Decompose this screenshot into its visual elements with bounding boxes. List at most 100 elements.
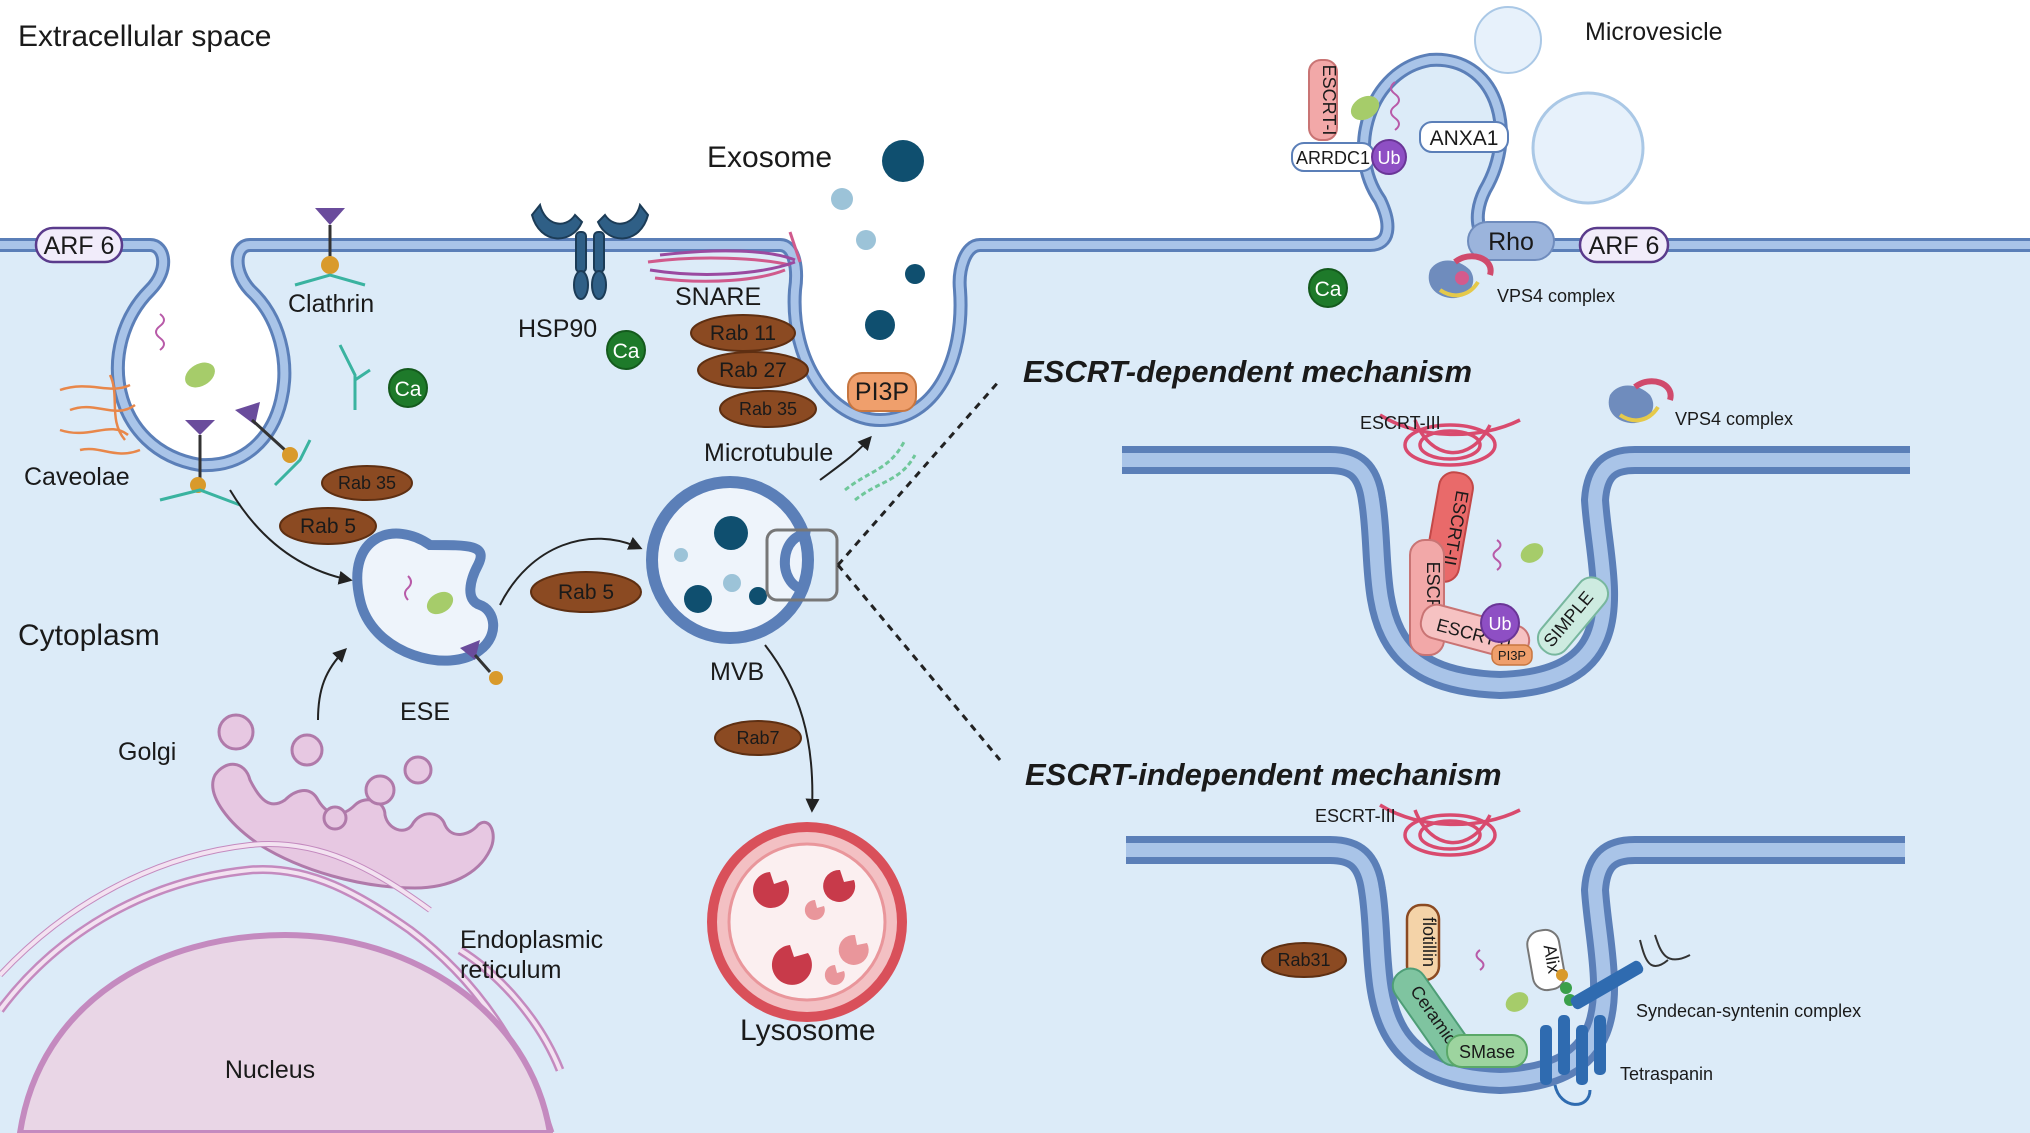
svg-text:PI3P: PI3P (1498, 648, 1526, 663)
rab11: Rab 11 (690, 314, 796, 352)
calcium-ion-2: Ca (606, 330, 646, 370)
escrt-dependent-title: ESCRT-dependent mechanism (1023, 354, 1472, 389)
svg-text:Rab 35: Rab 35 (739, 399, 797, 419)
escrt-iii-bottom (1379, 803, 1521, 857)
caveolae-fibers (59, 374, 141, 455)
svg-text:ANXA1: ANXA1 (1430, 127, 1499, 150)
pi3p-badge: PI3P (847, 372, 917, 412)
svg-text:Ub: Ub (1377, 148, 1400, 168)
rna-indep (1475, 949, 1485, 971)
svg-text:ARRDC1: ARRDC1 (1296, 148, 1370, 168)
escrt-independent-membrane (1126, 836, 1905, 1095)
clathrin-label: Clathrin (288, 290, 374, 318)
microvesicle-small (1474, 6, 1542, 74)
syndecan-label: Syndecan-syntenin complex (1636, 1001, 1861, 1021)
escrt-iii-label-2: ESCRT-III (1315, 806, 1396, 826)
svg-text:Ca: Ca (395, 378, 422, 401)
svg-text:PI3P: PI3P (855, 378, 909, 406)
released-exosomes (831, 140, 925, 340)
svg-text:Rab7: Rab7 (736, 728, 779, 748)
svg-text:ARF 6: ARF 6 (1589, 232, 1660, 260)
hsp90-icon (530, 202, 650, 300)
vps4-top-label: VPS4 complex (1497, 286, 1615, 306)
receptor-left (159, 420, 241, 507)
mvb-to-lysosome-arrow (764, 644, 820, 813)
svg-text:flotillin: flotillin (1419, 917, 1439, 967)
receptor-right (235, 402, 312, 487)
rab31: Rab31 (1261, 942, 1347, 978)
golgi-apparatus (211, 713, 495, 890)
svg-text:ARF 6: ARF 6 (44, 232, 115, 260)
snare-complex (647, 231, 802, 283)
rab5-left: Rab 5 (279, 507, 377, 545)
pi3p-dep: PI3P (1491, 644, 1533, 666)
golgi-label: Golgi (118, 738, 176, 766)
cytoplasm-label: Cytoplasm (18, 619, 160, 652)
snare-label: SNARE (675, 283, 761, 311)
caveolae-label: Caveolae (24, 463, 130, 491)
svg-text:Rab31: Rab31 (1277, 950, 1330, 970)
arrdc1-badge: ARRDC1 (1291, 142, 1375, 172)
er-label-line2: reticulum (460, 956, 561, 984)
ub-badge-bud: Ub (1371, 139, 1407, 175)
rab5-middle: Rab 5 (530, 571, 642, 613)
vps4-complex-mid-icon (1608, 378, 1674, 424)
rab27: Rab 27 (697, 351, 809, 389)
multivesicular-body (646, 476, 839, 644)
clathrin-fragment (338, 344, 371, 410)
nucleus (16, 931, 554, 1133)
svg-text:Rab 5: Rab 5 (300, 515, 356, 538)
tetraspanin (1540, 1015, 1606, 1106)
early-sorting-endosome (352, 528, 503, 685)
exosome-label: Exosome (707, 141, 832, 174)
svg-text:Rab 11: Rab 11 (710, 322, 776, 345)
microvesicle-large (1531, 91, 1645, 205)
protein-bud (1350, 95, 1380, 121)
svg-text:ESCRT-I: ESCRT-I (1319, 65, 1339, 136)
smase: SMase (1446, 1034, 1528, 1068)
exosome-release-arrow (819, 435, 872, 481)
svg-text:Rab 35: Rab 35 (338, 473, 396, 493)
syndecan (1570, 934, 1691, 1010)
protein-blob (185, 362, 215, 388)
anxa1-badge: ANXA1 (1419, 121, 1509, 153)
svg-text:Rab 27: Rab 27 (719, 359, 787, 382)
rna-bud (1390, 81, 1400, 131)
rab35-stack: Rab 35 (719, 390, 817, 428)
mvb-label: MVB (710, 658, 764, 686)
svg-text:Rho: Rho (1488, 228, 1534, 256)
lysosome-label: Lysosome (740, 1014, 876, 1047)
escrt-independent-title: ESCRT-independent mechanism (1025, 757, 1502, 792)
calcium-ion-3: Ca (1308, 268, 1348, 308)
cytoplasm-region (0, 59, 2030, 1133)
svg-text:SMase: SMase (1459, 1042, 1515, 1062)
ese-to-mvb-arrow (499, 536, 643, 606)
protein-indep (1505, 992, 1529, 1012)
escrt-iii-label-1: ESCRT-III (1360, 413, 1441, 433)
svg-text:Ub: Ub (1488, 614, 1511, 634)
hsp90-label: HSP90 (518, 315, 597, 343)
golgi-arrow (317, 648, 347, 721)
lysosome (707, 822, 907, 1022)
svg-text:Rab 5: Rab 5 (558, 581, 614, 604)
arf6-right-badge: ARF 6 (1578, 226, 1670, 264)
nucleus-label: Nucleus (225, 1056, 315, 1084)
rab35-left: Rab 35 (321, 465, 413, 501)
er-label-line1: Endoplasmic (460, 926, 603, 954)
rna-squiggle (155, 313, 165, 351)
tetraspanin-label: Tetraspanin (1620, 1064, 1713, 1084)
extracellular-space-label: Extracellular space (18, 20, 271, 53)
arf6-left-badge: ARF 6 (34, 226, 124, 264)
calcium-ion-1: Ca (388, 368, 428, 408)
rho-badge: Rho (1467, 221, 1555, 261)
ese-label: ESE (400, 698, 450, 726)
protein-dep (1520, 543, 1544, 563)
zoom-line-lower (836, 564, 1002, 761)
svg-text:Ca: Ca (613, 340, 640, 363)
zoom-line-upper (836, 379, 1002, 566)
escrt-dependent-membrane (1122, 446, 1910, 700)
microvesicle-label: Microvesicle (1585, 18, 1723, 46)
svg-text:Ca: Ca (1315, 278, 1342, 301)
escrt-i-bud: ESCRT-I (1308, 59, 1339, 141)
